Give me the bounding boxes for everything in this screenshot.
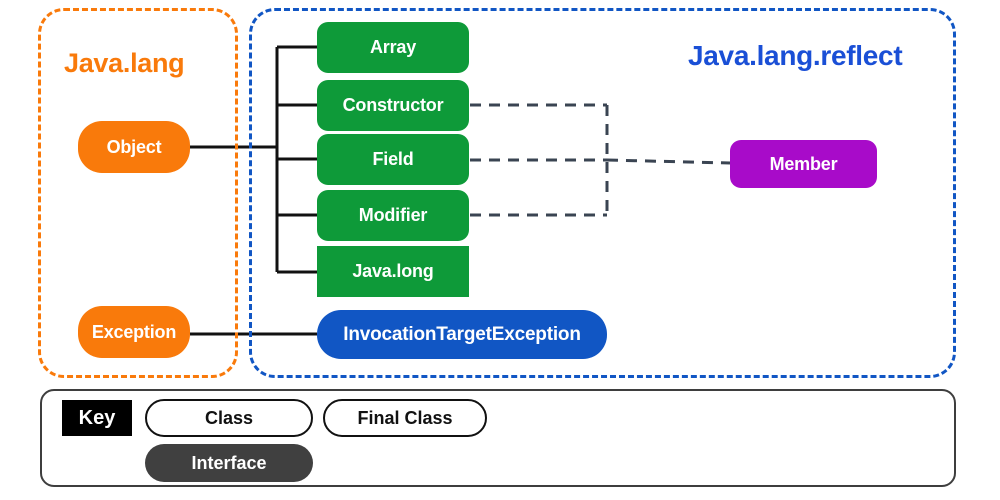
node-java-long[interactable]: Java.long [317,246,469,297]
node-member[interactable]: Member [730,140,877,188]
package-container-java-lang-reflect [249,8,956,378]
node-exception[interactable]: Exception [78,306,190,358]
legend-key-badge: Key [62,400,132,436]
legend-item-final-class[interactable]: Final Class [323,399,487,437]
node-field[interactable]: Field [317,134,469,185]
node-invocation-target-exception[interactable]: InvocationTargetException [317,310,607,359]
node-constructor[interactable]: Constructor [317,80,469,131]
legend-item-class[interactable]: Class [145,399,313,437]
node-object[interactable]: Object [78,121,190,173]
node-array[interactable]: Array [317,22,469,73]
package-title-java-lang: Java.lang [64,48,185,78]
package-title-java-lang-reflect: Java.lang.reflect [688,40,903,71]
package-container-java-lang [38,8,238,378]
legend-item-interface[interactable]: Interface [145,444,313,482]
node-modifier[interactable]: Modifier [317,190,469,241]
legend-panel: Key Class Final Class Interface [40,389,956,487]
